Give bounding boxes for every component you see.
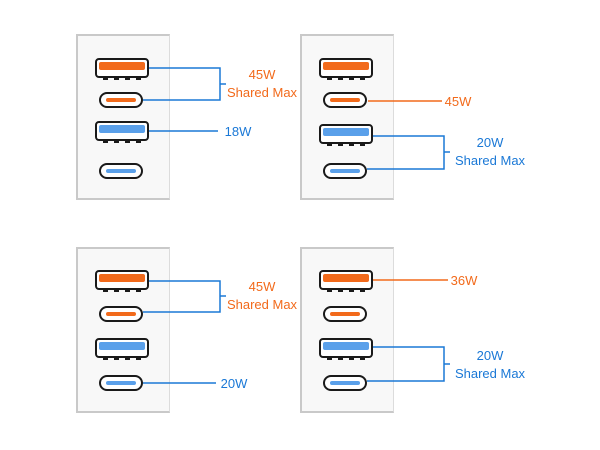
power-label: 45W (440, 94, 476, 109)
power-label-note: Shared Max (226, 297, 298, 312)
power-label-value: 36W (450, 273, 478, 288)
connector-line (143, 280, 221, 313)
usb-c-port (323, 163, 367, 179)
usb-c-port (99, 375, 143, 391)
usb-c-port (99, 92, 143, 108)
power-label-note: Shared Max (454, 366, 526, 381)
usb-a-port (319, 58, 373, 80)
usb-a-port (95, 338, 149, 360)
usb-c-port (99, 306, 143, 322)
usb-a-port (95, 270, 149, 292)
usb-a-port (95, 121, 149, 143)
usb-a-port (319, 124, 373, 146)
connector-line (143, 67, 221, 101)
usb-a-port (319, 338, 373, 360)
power-label-value: 45W (248, 67, 276, 82)
power-label: 36W (446, 273, 482, 288)
power-label: 20W Shared Max (450, 348, 530, 381)
power-label: 20W (216, 376, 252, 391)
usb-c-port (99, 163, 143, 179)
connector-line (367, 346, 445, 382)
power-label-value: 20W (476, 348, 504, 363)
power-label: 20W Shared Max (450, 135, 530, 168)
power-label-value: 18W (224, 124, 252, 139)
power-label-value: 20W (220, 376, 248, 391)
power-label-value: 45W (248, 279, 276, 294)
usb-c-port (323, 306, 367, 322)
usb-a-port (95, 58, 149, 80)
power-label-value: 20W (476, 135, 504, 150)
power-label: 18W (218, 124, 258, 139)
power-label-note: Shared Max (454, 153, 526, 168)
power-label-value: 45W (444, 94, 472, 109)
power-label-note: Shared Max (226, 85, 298, 100)
usb-c-port (323, 92, 367, 108)
usb-a-port (319, 270, 373, 292)
connector-line (367, 135, 445, 170)
power-label: 45W Shared Max (222, 279, 302, 312)
usb-c-port (323, 375, 367, 391)
power-label: 45W Shared Max (222, 67, 302, 100)
